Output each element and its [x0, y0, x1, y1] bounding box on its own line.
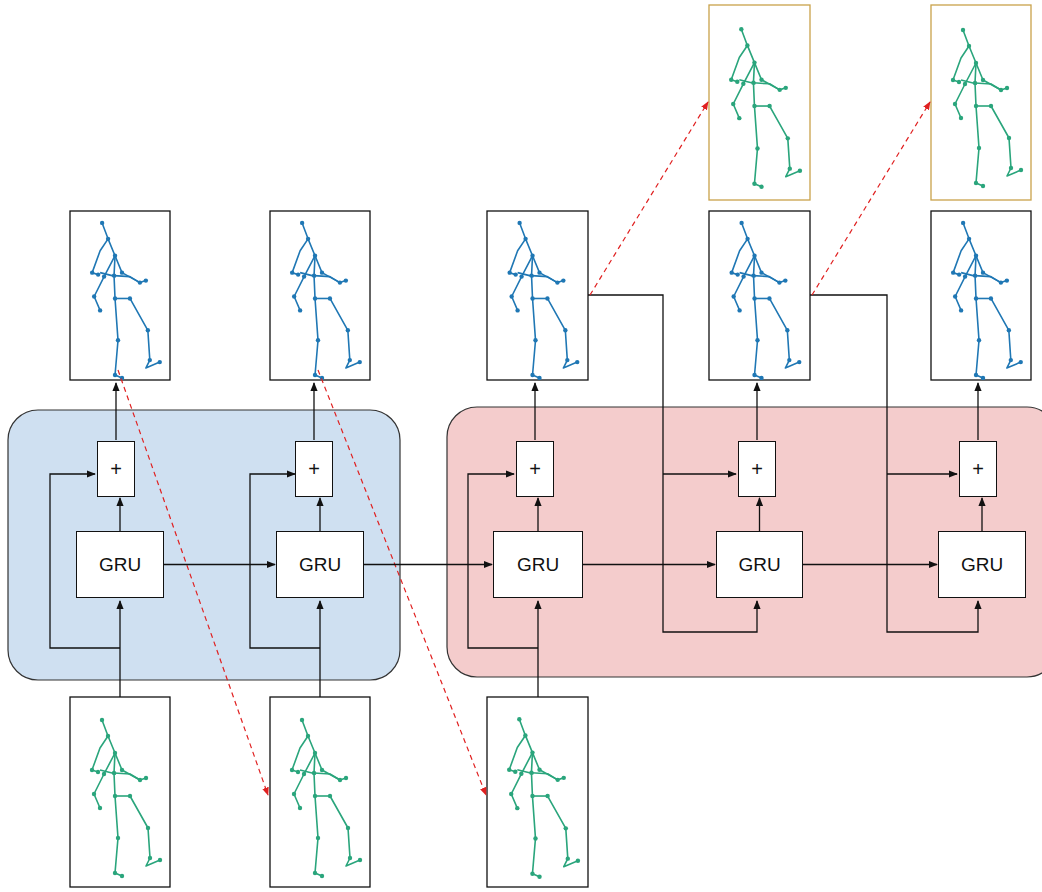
gru-cell: GRU [76, 531, 164, 598]
sum-label: + [529, 458, 541, 481]
sum-box: + [738, 441, 776, 497]
flow-arrow [119, 498, 120, 531]
fed-back-frames [709, 5, 1031, 200]
decoder-panel [447, 407, 1042, 677]
predicted-pose [90, 221, 1023, 380]
flow-arrow [164, 564, 275, 565]
sum-label: + [751, 458, 763, 481]
gru-cell: GRU [493, 531, 583, 598]
gru-cell: GRU [276, 531, 364, 598]
flow-arrow [583, 564, 715, 565]
cell-label: GRU [738, 554, 780, 576]
cell-label: GRU [517, 554, 559, 576]
cell-label: GRU [99, 554, 141, 576]
sum-label: + [972, 458, 984, 481]
flow-arrow [537, 498, 538, 531]
input-pose [90, 717, 580, 879]
sum-box: + [959, 441, 997, 497]
wires [50, 295, 978, 697]
sum-label: + [308, 458, 320, 481]
flow-arrow [803, 564, 937, 565]
flow-arrow [319, 498, 320, 531]
flow-arrow [759, 498, 760, 531]
sum-box: + [516, 441, 554, 497]
copy-arrows [118, 102, 930, 795]
input-frames [70, 697, 588, 887]
sum-box: + [97, 441, 135, 497]
cell-label: GRU [961, 554, 1003, 576]
flow-arrow [981, 498, 982, 531]
sum-box: + [295, 441, 333, 497]
gru-cell: GRU [716, 531, 803, 598]
sum-label: + [110, 458, 122, 481]
cell-label: GRU [299, 554, 341, 576]
fed-back-pose [729, 27, 1023, 189]
flow-arrow [364, 564, 492, 565]
gru-cell: GRU [938, 531, 1026, 598]
encoder-panel [8, 410, 400, 680]
